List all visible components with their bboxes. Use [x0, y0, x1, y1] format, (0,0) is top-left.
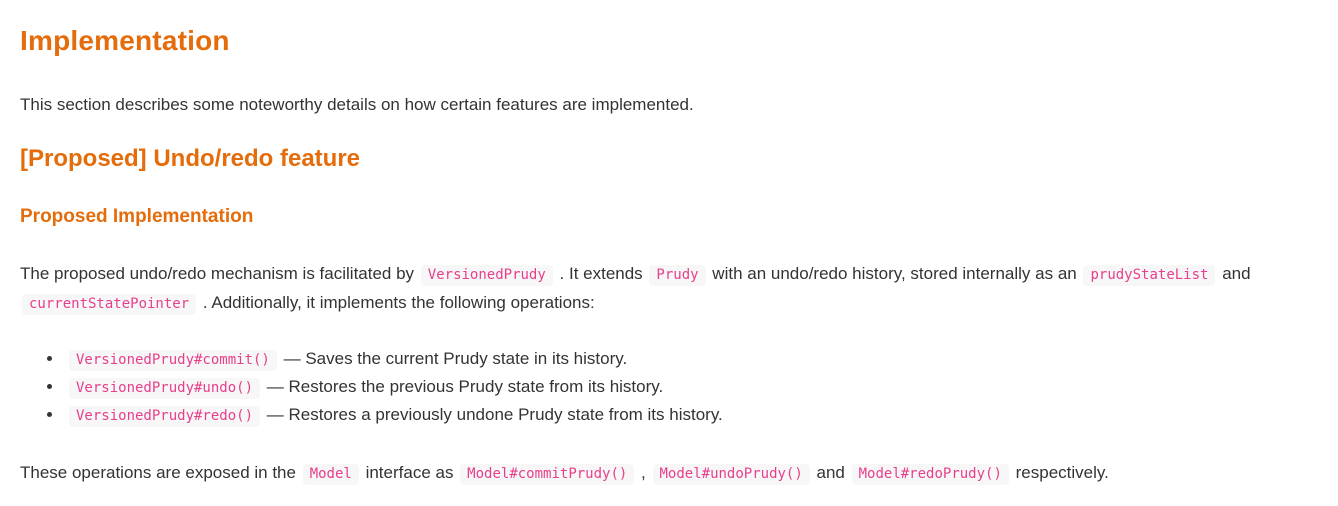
model-interface-paragraph: These operations are exposed in the Mode…	[20, 458, 1318, 487]
list-item-redo: VersionedPrudy#redo() — Restores a previ…	[64, 401, 1318, 429]
section-heading-implementation: Implementation	[20, 25, 230, 56]
list-item-commit: VersionedPrudy#commit() — Saves the curr…	[64, 345, 1318, 373]
inline-code: VersionedPrudy#undo()	[69, 377, 261, 399]
inline-code: VersionedPrudy	[420, 264, 553, 286]
inline-code: Model	[302, 464, 359, 486]
intro-paragraph: This section describes some noteworthy d…	[20, 94, 694, 114]
inline-code: VersionedPrudy#commit()	[69, 350, 277, 372]
inline-code: currentStatePointer	[22, 294, 197, 316]
documentation-page: Implementation This section describes so…	[0, 0, 1338, 487]
inline-code: Model#undoPrudy()	[652, 464, 810, 486]
inline-code: VersionedPrudy#redo()	[69, 405, 261, 427]
inline-code: prudyStateList	[1083, 264, 1216, 286]
inline-code: Prudy	[649, 264, 706, 286]
operations-list: VersionedPrudy#commit() — Saves the curr…	[20, 345, 1318, 428]
list-item-undo: VersionedPrudy#undo() — Restores the pre…	[64, 373, 1318, 401]
subsection-heading-undo-redo-feature: [Proposed] Undo/redo feature	[20, 144, 361, 172]
inline-code: Model#commitPrudy()	[460, 464, 635, 486]
subsubsection-heading-proposed-implementation: Proposed Implementation	[20, 206, 254, 228]
inline-code: Model#redoPrudy()	[851, 464, 1009, 486]
mechanism-paragraph: The proposed undo/redo mechanism is faci…	[20, 259, 1318, 317]
